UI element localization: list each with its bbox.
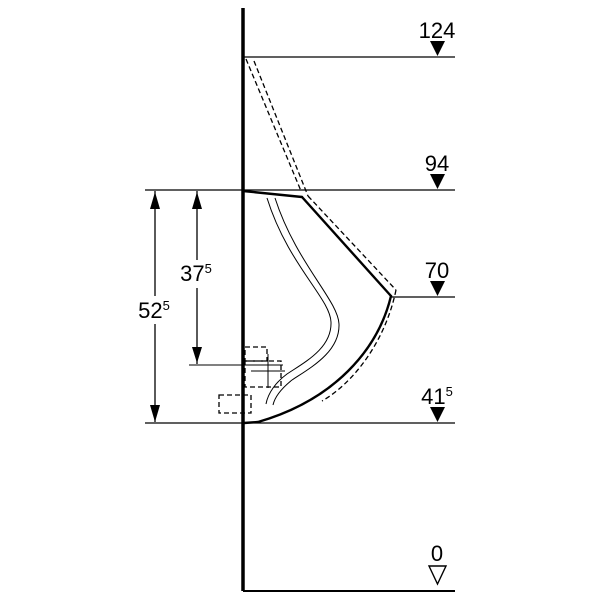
dimension-lines: [145, 56, 455, 424]
arrow-down-icon-41-5: [430, 407, 445, 422]
urinal-outline: [241, 189, 393, 425]
dimension-labels: 124 94 70 415 0 525 375: [138, 18, 455, 566]
dashed-front-edge-outer: [245, 58, 302, 192]
dimension-label-124: 124: [419, 18, 456, 43]
dashed-bowl-curve: [321, 289, 397, 402]
arrow-up-icon-37-5: [192, 192, 202, 209]
dimension-label-70: 70: [425, 258, 449, 283]
arrow-down-icon-52-5: [150, 405, 160, 422]
urinal-front-edge: [300, 195, 393, 298]
arrow-up-icon-52-5: [150, 192, 160, 209]
mounting-bracket-upper: [244, 346, 268, 362]
urinal-inner-profile-1: [265, 197, 332, 405]
dimension-label-0: 0: [431, 541, 443, 566]
arrow-down-icon-94: [430, 174, 445, 189]
urinal-top-rim: [241, 189, 304, 199]
arrow-down-icon-70: [430, 281, 445, 296]
dashed-front-edge-inner: [253, 60, 309, 197]
urinal-dashed-variant: [245, 58, 397, 402]
urinal-bowl-curve: [242, 294, 393, 425]
arrow-down-icon-124: [430, 41, 445, 56]
mounting-hardware: [218, 346, 285, 414]
dimension-label-94: 94: [425, 151, 449, 176]
dimension-label-52-5: 525: [138, 298, 170, 323]
urinal-inner-profile-2: [272, 197, 340, 406]
mounting-bracket-lower: [244, 360, 282, 388]
arrow-down-icon-37-5: [192, 347, 202, 363]
arrow-down-open-icon-0: [427, 565, 448, 586]
dimension-label-37-5: 375: [180, 261, 212, 286]
dimension-label-41-5: 415: [421, 384, 453, 409]
arrowheads: [150, 41, 448, 586]
drain-outlet-box: [218, 394, 252, 414]
dashed-front-diagonal: [307, 195, 397, 291]
